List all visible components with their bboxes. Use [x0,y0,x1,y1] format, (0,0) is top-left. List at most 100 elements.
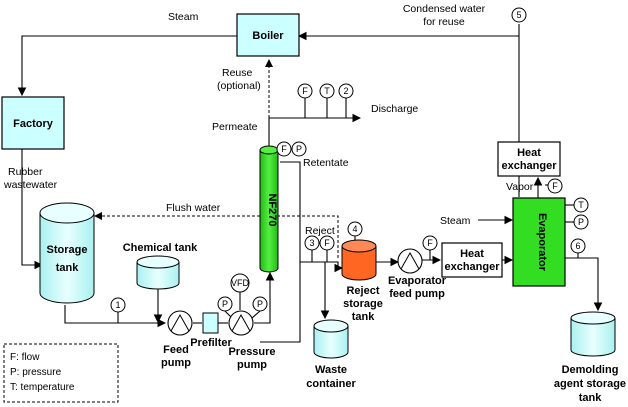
evap-pump-label-1: Evaporator [388,275,447,287]
prefilter-box [202,312,219,334]
svg-text:4: 4 [352,224,357,234]
boiler-box [236,13,300,57]
legend-temperature: T: temperature [10,382,75,393]
pressure-pump-label-2: pump [237,359,267,371]
reuse-label-2: (optional) [217,80,261,92]
reject-tank-label-3: tank [352,311,376,323]
instrument-P-pressure-pump: P [252,296,268,312]
svg-text:F: F [324,238,330,248]
reuse-label-1: Reuse [222,67,253,79]
wastewater-line [21,148,44,270]
factory-box [1,96,65,150]
instrument-F-evap-feed: F [422,235,438,251]
retentate-label: Retentate [303,157,349,169]
stem [251,310,261,319]
instrument-2: 2 [338,83,354,99]
svg-text:P: P [222,299,228,309]
svg-text:F: F [281,144,287,154]
instrument-VFD: VFD [230,273,250,293]
instrument-6: 6 [570,238,586,254]
svg-text:3: 3 [309,238,314,248]
chemical-tank [136,255,180,290]
waste-container-label-1: Waste [315,364,347,376]
legend-box [3,343,119,403]
condensed-water-label-2: for reuse [423,16,465,28]
reject-storage-tank [341,239,377,281]
svg-text:P: P [578,217,584,227]
svg-text:F: F [427,238,433,248]
svg-text:F: F [302,86,308,96]
svg-text:P: P [296,144,302,154]
vapor-label: Vapor [506,181,534,193]
waste-container-label-2: container [306,378,356,390]
steam-line-to-factory [17,35,237,97]
heat-exchanger-mid-box [441,242,503,278]
svg-text:VFD: VFD [231,278,250,288]
pressure-pump-label-1: Pressure [228,346,275,358]
heat-exchanger-top-box [497,141,561,177]
instrument-4: 4 [347,221,363,237]
feed-pump [167,310,193,336]
legend-flow: F: flow [10,352,40,363]
legend-pressure: P: pressure [10,367,62,378]
svg-text:6: 6 [575,241,580,251]
storage-to-feed-line [64,305,167,328]
instrument-F-vapor: F [547,178,563,194]
heat-exchanger-mid-label-2: exchanger [444,261,500,273]
demolding-label-1: Demolding [562,364,619,376]
heat-exchanger-top-label-1: Heat [517,147,541,159]
boiler-label: Boiler [252,30,284,42]
demolding-agent-tank [570,311,616,357]
instrument-P-evaporator: P [573,214,589,230]
prefilter-label: Prefilter [190,337,232,349]
pressure-pump [228,310,254,336]
factory-label: Factory [13,118,54,130]
instrument-5: 5 [511,7,527,23]
storage-tank-label-2: tank [56,262,80,274]
permeate-label: Permeate [212,121,258,133]
storage-tank-label-1: Storage [47,244,88,256]
steam-label-top: Steam [168,11,199,23]
retentate-loop-line [260,161,301,343]
instrument-F-reject: F [319,235,335,251]
condensed-water-line [297,31,520,197]
instrument-P-prefilter: P [217,296,233,312]
reject-tank-label-1: Reject [346,285,379,297]
steam-label-mid: Steam [440,215,471,227]
svg-text:T: T [324,86,330,96]
rubber-label-1: Rubber [8,166,43,178]
evaporator-label: Evaporator [536,213,548,272]
instrument-F-retentate: F [276,141,292,157]
evap-pump-label-2: feed pump [389,288,445,300]
svg-text:T: T [578,200,584,210]
feed-pump-label-2: pump [161,357,191,369]
waste-container [313,319,349,359]
demolding-label-3: tank [579,392,603,404]
feed-pump-label-1: Feed [163,344,189,356]
instrument-T-discharge: T [319,83,335,99]
svg-text:F: F [552,181,558,191]
nf270-module [259,145,279,273]
storage-tank [39,202,95,304]
evaporator-feed-pump [397,248,423,274]
svg-text:P: P [257,299,263,309]
chemical-tank-label: Chemical tank [123,242,198,254]
permeate-line [268,113,362,148]
svg-text:2: 2 [343,86,348,96]
discharge-label: Discharge [371,103,418,115]
condensed-water-label-1: Condensed water [403,3,486,15]
flush-water-line [94,212,339,258]
heat-exchanger-top-label-2: exchanger [501,160,557,172]
instrument-1: 1 [110,297,126,313]
pressure-to-nf-line [254,271,275,324]
rubber-label-2: wastewater [3,179,58,191]
instrument-F-discharge: F [297,83,313,99]
concentrate-line [565,257,603,312]
instrument-P-retentate: P [291,141,307,157]
reject-line [300,261,344,273]
evaporator-box [512,197,566,287]
svg-text:5: 5 [516,10,521,20]
flush-water-label: Flush water [166,202,221,214]
svg-text:1: 1 [115,300,120,310]
